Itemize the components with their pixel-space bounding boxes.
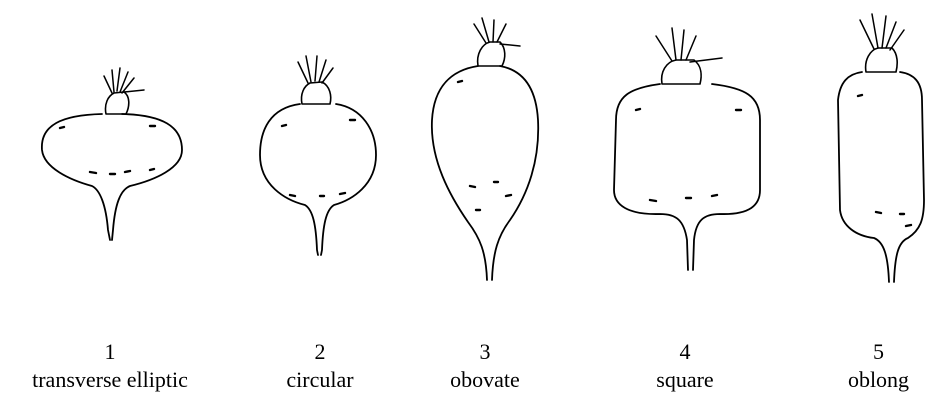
root-skin-marks bbox=[636, 109, 741, 201]
root-shape-transverse-elliptic bbox=[42, 68, 182, 240]
caption-shape-5: 5 oblong bbox=[820, 338, 937, 394]
root-leaf-stems bbox=[104, 68, 144, 93]
shape-name: obovate bbox=[400, 366, 570, 394]
shape-number: 5 bbox=[820, 338, 937, 366]
root-body bbox=[260, 104, 376, 255]
root-leaf-stems bbox=[860, 14, 904, 50]
root-crown bbox=[478, 42, 505, 66]
shape-name: oblong bbox=[820, 366, 937, 394]
caption-shape-4: 4 square bbox=[600, 338, 770, 394]
shape-number: 4 bbox=[600, 338, 770, 366]
root-crown bbox=[105, 92, 128, 114]
root-leaf-stems bbox=[474, 18, 520, 46]
root-body bbox=[432, 66, 538, 280]
root-leaf-stems bbox=[656, 28, 722, 62]
root-shape-circular bbox=[260, 56, 376, 255]
root-skin-marks bbox=[858, 95, 911, 226]
root-body bbox=[42, 114, 182, 240]
shape-number: 3 bbox=[400, 338, 570, 366]
root-body bbox=[614, 84, 760, 270]
root-shape-oblong bbox=[838, 14, 924, 282]
root-body bbox=[838, 72, 924, 282]
root-crown bbox=[662, 60, 701, 84]
root-crown bbox=[301, 82, 330, 104]
shape-name: circular bbox=[230, 366, 410, 394]
root-shape-square bbox=[614, 28, 760, 270]
shape-name: transverse elliptic bbox=[0, 366, 220, 394]
caption-shape-3: 3 obovate bbox=[400, 338, 570, 394]
shape-name: square bbox=[600, 366, 770, 394]
caption-shape-1: 1 transverse elliptic bbox=[0, 338, 220, 394]
root-leaf-stems bbox=[298, 56, 333, 83]
shape-number: 1 bbox=[0, 338, 220, 366]
shape-number: 2 bbox=[230, 338, 410, 366]
root-skin-marks bbox=[282, 120, 355, 196]
root-skin-marks bbox=[458, 81, 511, 210]
root-crown bbox=[866, 48, 898, 72]
root-shape-obovate bbox=[432, 18, 538, 280]
caption-shape-2: 2 circular bbox=[230, 338, 410, 394]
root-skin-marks bbox=[60, 126, 155, 174]
